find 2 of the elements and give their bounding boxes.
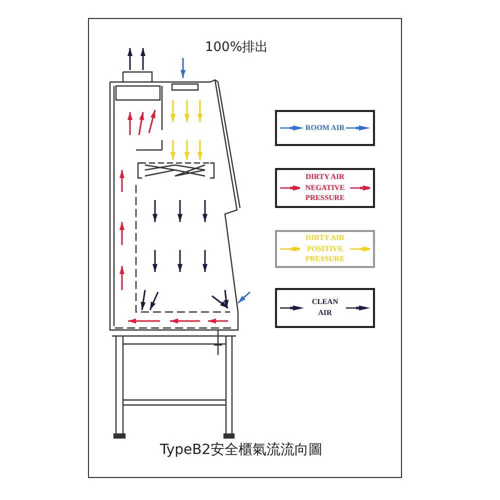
top-label: 100%排出 bbox=[205, 39, 268, 56]
caption: TypeB2安全櫃氣流流向圖 bbox=[160, 441, 323, 459]
